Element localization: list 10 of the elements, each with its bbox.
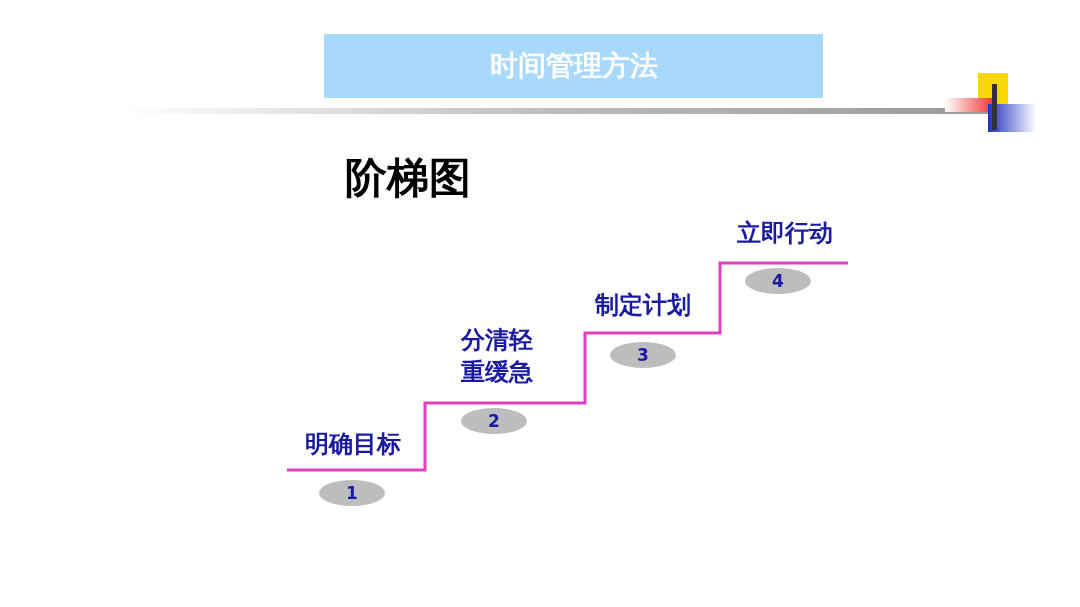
step-label: 立即行动 xyxy=(736,218,834,249)
step-label: 分清轻重缓急 xyxy=(459,325,534,388)
step-number-oval: 4 xyxy=(745,268,811,294)
title-banner: 时间管理方法 xyxy=(324,34,823,98)
subtitle: 阶梯图 xyxy=(345,152,471,204)
step-label: 制定计划 xyxy=(593,290,692,321)
step-number-oval: 3 xyxy=(610,342,676,368)
step-number-oval: 1 xyxy=(319,480,385,506)
step-number-oval: 2 xyxy=(461,408,527,434)
step-label: 明确目标 xyxy=(304,429,402,460)
